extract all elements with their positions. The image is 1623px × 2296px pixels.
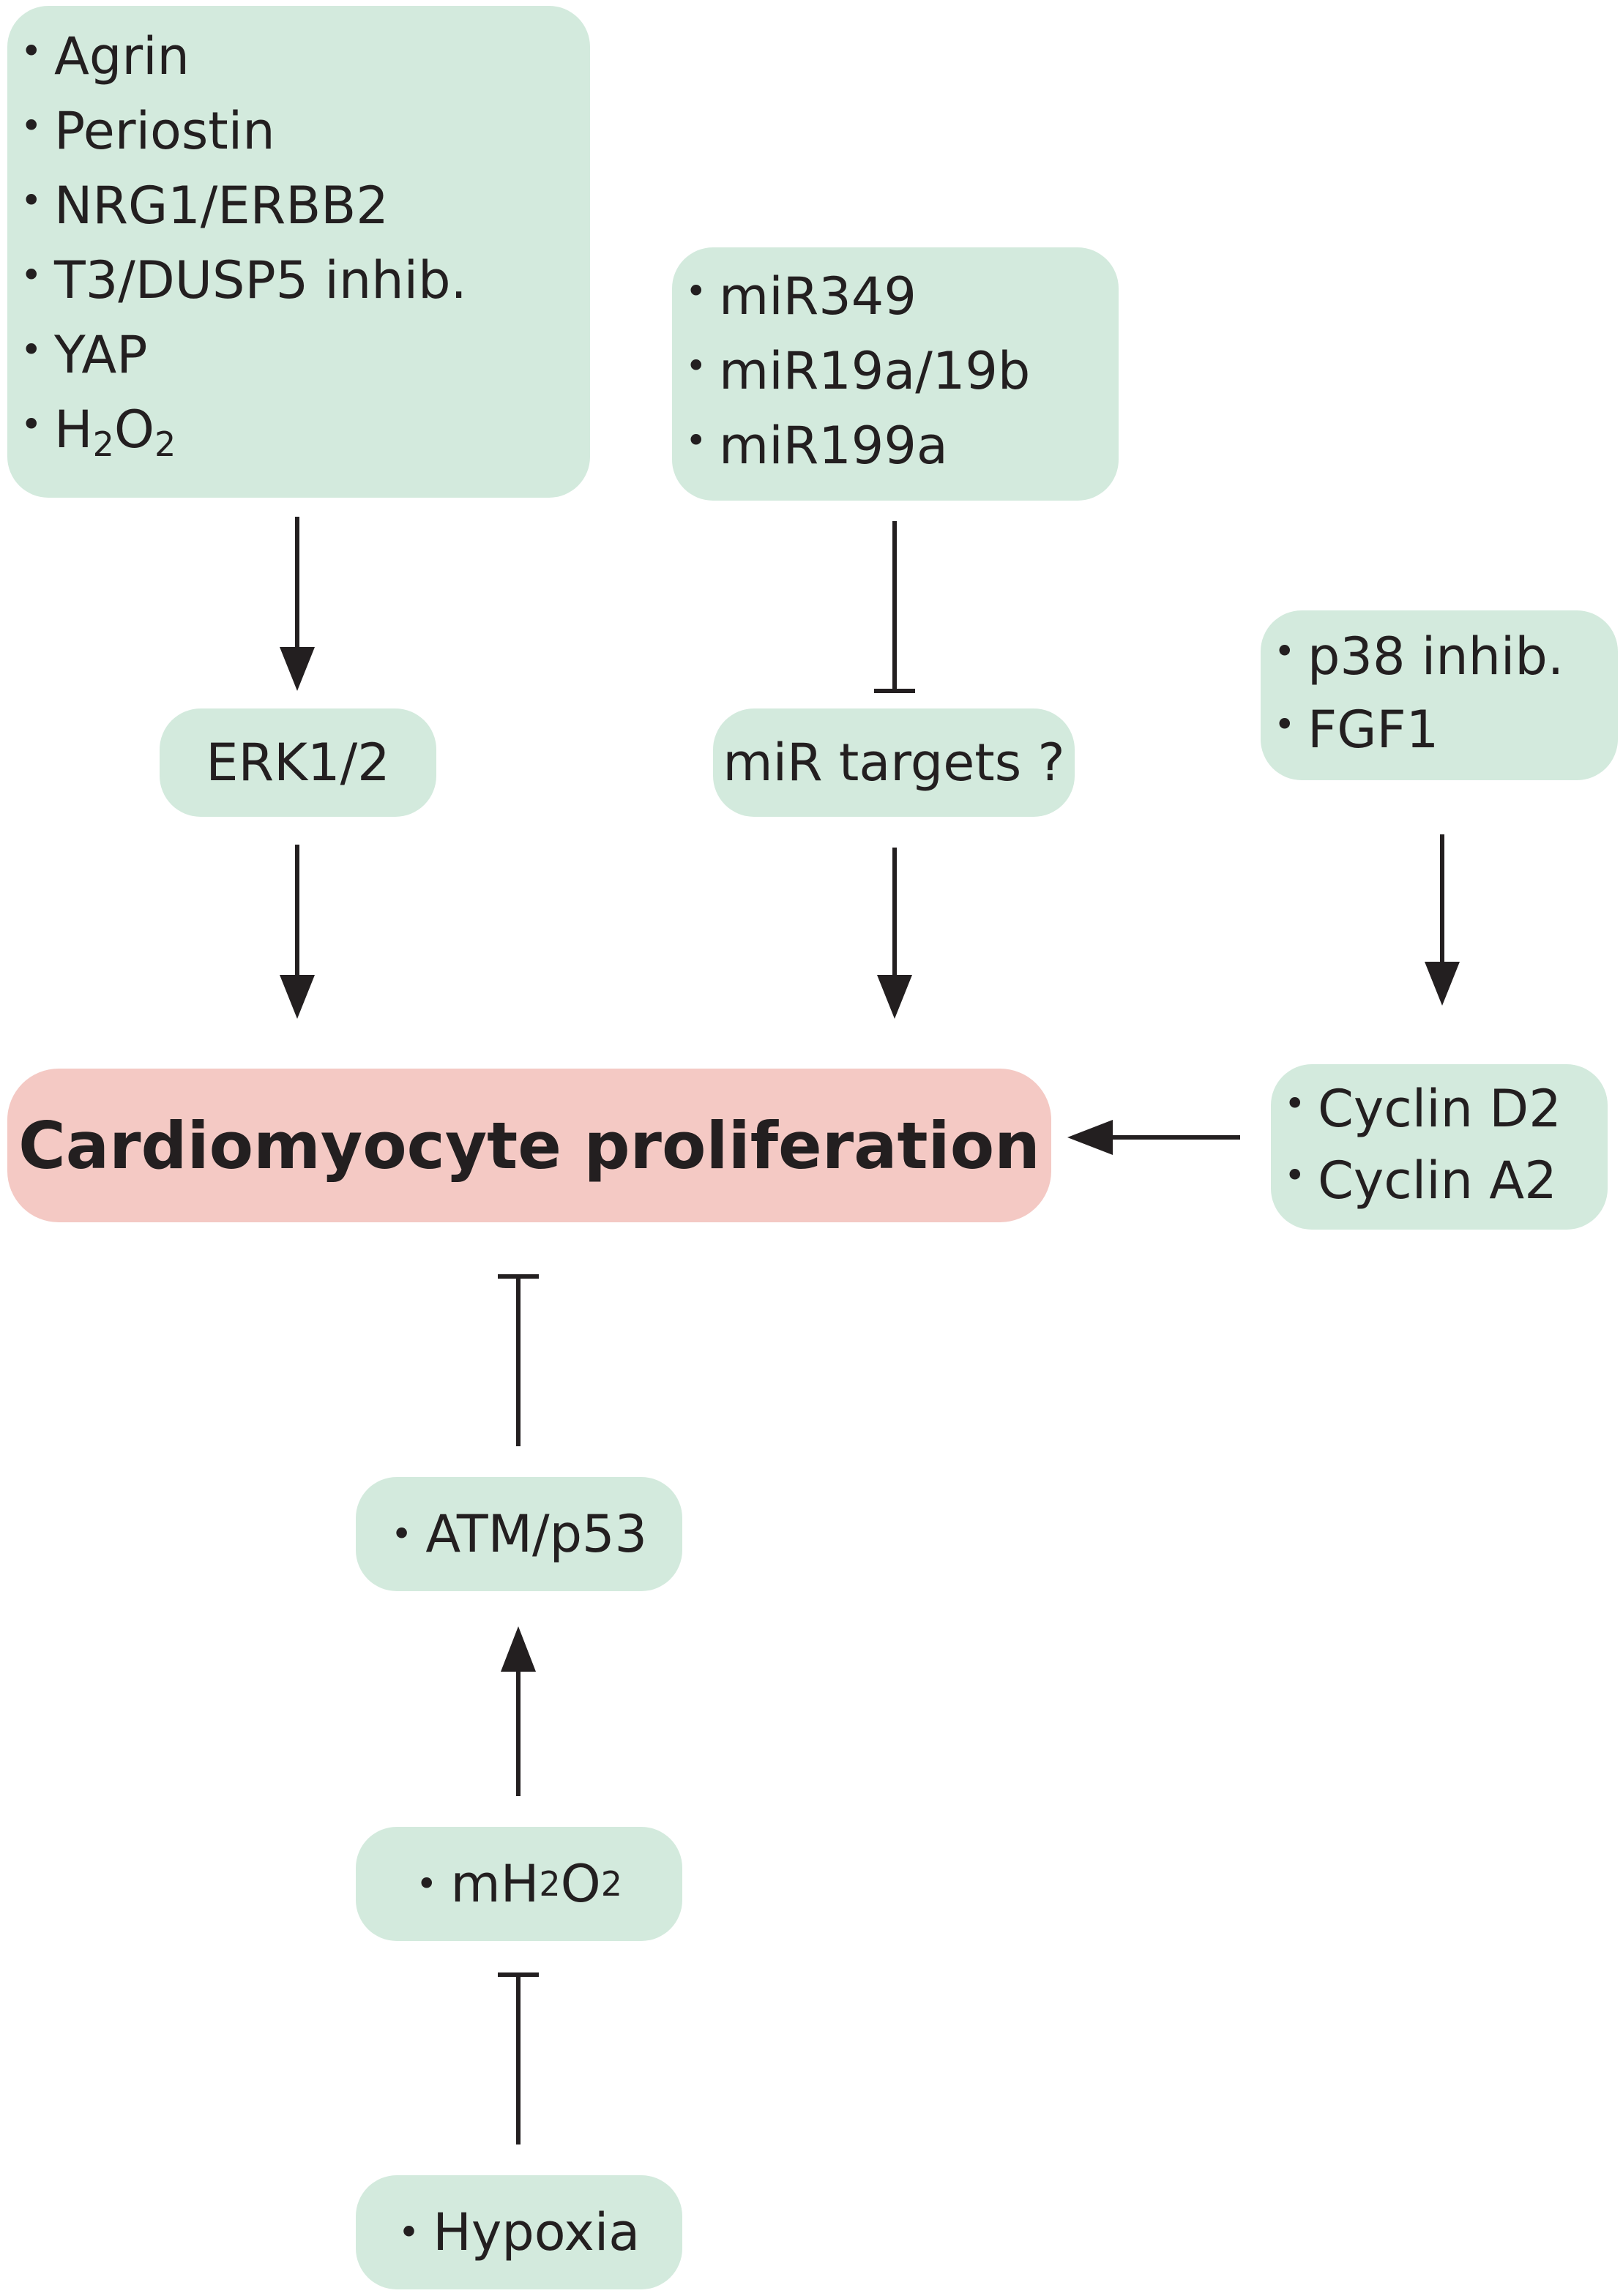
item-nrg1-erbb2: NRG1/ERBB2 bbox=[7, 180, 389, 231]
item-cyclin-d2: Cyclin D2 bbox=[1271, 1083, 1562, 1134]
h2o2-o: O bbox=[113, 400, 155, 460]
node-upstream-factors: Agrin Periostin NRG1/ERBB2 T3/DUSP5 inhi… bbox=[7, 6, 590, 498]
label-atm: ATM/p53 bbox=[425, 1504, 648, 1564]
mh2o2-o: O bbox=[560, 1854, 601, 1914]
node-cardiomyocyte-proliferation: Cardiomyocyte proliferation bbox=[7, 1069, 1051, 1222]
item-p38-inhib: p38 inhib. bbox=[1261, 631, 1564, 682]
node-cyclins: Cyclin D2 Cyclin A2 bbox=[1271, 1064, 1608, 1230]
item-mir349: miR349 bbox=[672, 271, 917, 322]
arrowhead-p38-to-cyclins bbox=[1425, 962, 1460, 1006]
node-p38-fgf1: p38 inhib. FGF1 bbox=[1261, 610, 1618, 780]
item-periostin: Periostin bbox=[7, 105, 275, 157]
h2o2-sub-o: 2 bbox=[154, 425, 176, 464]
arrowhead-erk-to-target bbox=[280, 975, 315, 1019]
node-mirnas: miR349 miR19a/19b miR199a bbox=[672, 247, 1119, 501]
bullet-mh2o2: • bbox=[416, 1863, 438, 1905]
node-erk: ERK1/2 bbox=[160, 708, 436, 817]
h2o2-h: H bbox=[54, 400, 93, 460]
item-t3-dusp5: T3/DUSP5 inhib. bbox=[7, 255, 467, 306]
item-h2o2: H2O2 bbox=[7, 404, 176, 461]
node-atm-p53: • ATM/p53 bbox=[356, 1477, 682, 1591]
node-mir-targets: miR targets ? bbox=[713, 708, 1075, 817]
mh2o2-sub1: 2 bbox=[539, 1864, 561, 1904]
node-hypoxia: • Hypoxia bbox=[356, 2175, 682, 2289]
item-cyclin-a2: Cyclin A2 bbox=[1271, 1155, 1557, 1206]
mh2o2-sub2: 2 bbox=[600, 1864, 622, 1904]
h2o2-sub: 2 bbox=[92, 425, 114, 464]
arrowhead-cyclins-to-target bbox=[1067, 1120, 1113, 1155]
item-mir199a: miR199a bbox=[672, 420, 948, 471]
mh2o2-m: mH bbox=[450, 1854, 540, 1914]
arrowhead-upstream-to-erk bbox=[280, 647, 315, 691]
bullet-atm: • bbox=[390, 1513, 413, 1555]
arrowhead-mh2o2-to-atm bbox=[501, 1626, 536, 1672]
item-fgf1: FGF1 bbox=[1261, 704, 1439, 755]
bullet-hypoxia: • bbox=[398, 2211, 420, 2254]
item-agrin: Agrin bbox=[7, 31, 190, 82]
item-yap: YAP bbox=[7, 329, 147, 381]
arrowhead-mirtargets-to-target bbox=[877, 975, 912, 1019]
label-hypoxia: Hypoxia bbox=[433, 2202, 641, 2262]
item-mir19: miR19a/19b bbox=[672, 345, 1030, 397]
